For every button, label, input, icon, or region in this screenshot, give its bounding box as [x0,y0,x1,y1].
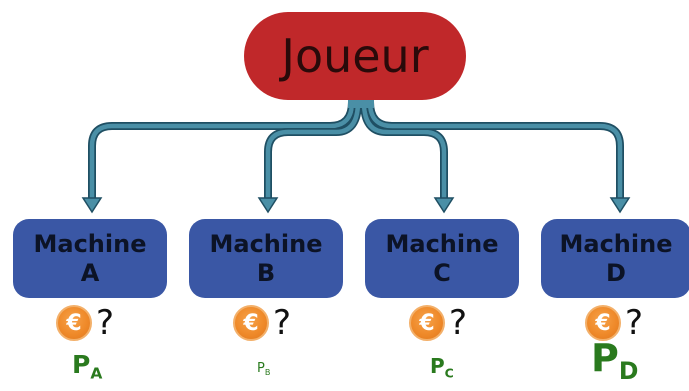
probability-b-sub: B [264,367,271,377]
connector-to-a [89,99,355,205]
arrowhead-d [609,197,631,214]
euro-symbol: € [595,310,611,336]
player-label: Joueur [281,29,429,83]
probability-label-c: PC [430,354,454,380]
probability-label-b: PB [257,361,270,377]
machine-node-d: Machine D [541,219,689,298]
question-mark-d: ? [625,303,644,343]
connector-trunk [348,98,374,108]
probability-c-sub: C [444,365,454,381]
coin-question-a: € ? [56,303,114,343]
probability-b-main: P [257,361,265,376]
probability-a-main: P [72,350,91,379]
machine-b-line1: Machine [209,229,323,258]
probability-a-sub: A [90,364,103,383]
connector-to-a-outline [88,98,356,206]
machine-node-a: Machine A [13,219,167,298]
connector-to-d [367,99,623,205]
question-mark-a: ? [96,303,115,343]
probability-d-sub: D [618,357,639,386]
arrowhead-b [257,197,279,214]
connector-to-c [361,99,447,205]
question-mark-c: ? [449,303,468,343]
machine-b-line2: B [256,258,276,287]
machine-d-line2: D [606,258,626,287]
machine-c-line2: C [433,258,451,287]
probability-label-d: PD [591,338,638,391]
connector-to-b [265,99,361,205]
question-mark-b: ? [273,303,292,343]
machine-a-line2: A [80,258,100,287]
euro-coin-icon: € [409,305,445,341]
arrowhead-a [81,197,103,214]
coin-question-b: € ? [233,303,291,343]
machine-c-line1: Machine [385,229,499,258]
probability-c-main: P [430,354,445,378]
coin-question-d: € ? [585,303,643,343]
euro-coin-icon: € [56,305,92,341]
probability-label-a: PA [72,350,102,382]
machine-a-line1: Machine [33,229,147,258]
machine-node-c: Machine C [365,219,519,298]
euro-coin-icon: € [233,305,269,341]
euro-coin-icon: € [585,305,621,341]
euro-symbol: € [243,310,259,336]
probability-d-main: P [591,336,619,380]
arrowhead-c [433,197,455,214]
euro-symbol: € [66,310,82,336]
connector-to-d-outline [366,98,624,206]
machine-node-b: Machine B [189,219,343,298]
euro-symbol: € [419,310,435,336]
coin-question-c: € ? [409,303,467,343]
player-node: Joueur [244,12,466,100]
machine-d-line1: Machine [559,229,673,258]
